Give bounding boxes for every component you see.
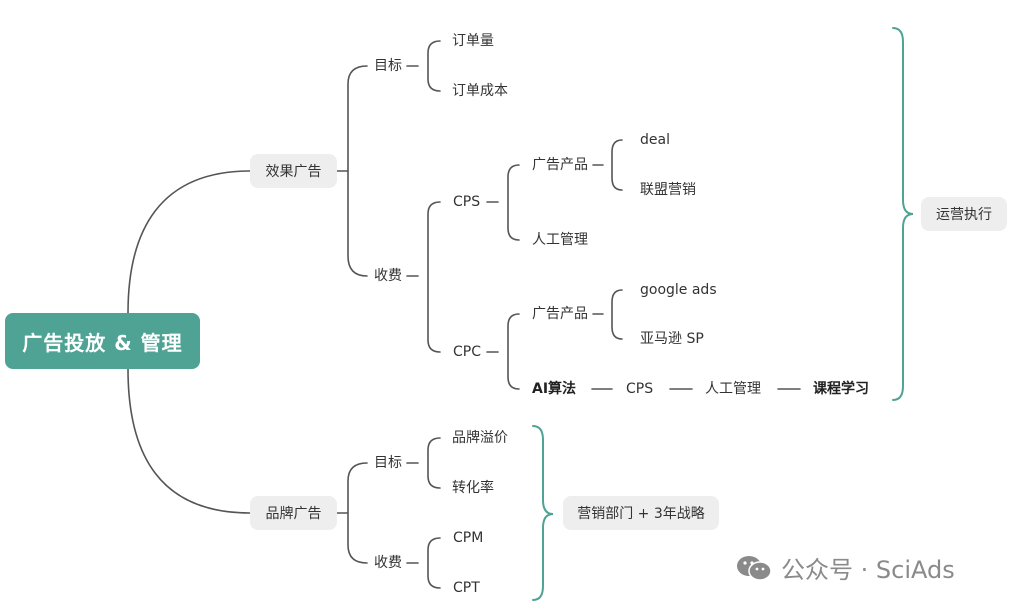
- node-cpc: CPC: [453, 344, 481, 360]
- root-node: 广告投放 & 管理: [5, 313, 200, 369]
- watermark: 公众号 · SciAds: [735, 550, 955, 585]
- connector-effect-fee: [406, 201, 441, 353]
- node-order-volume: 订单量: [452, 33, 494, 49]
- connector-cps: [486, 164, 520, 241]
- connector-brand-ad: [336, 462, 368, 564]
- connector-brand-goal: [406, 437, 441, 489]
- node-cpm: CPM: [453, 530, 484, 546]
- node-cps: CPS: [453, 194, 481, 210]
- node-chain-cps: CPS: [626, 381, 654, 397]
- node-conversion-rate: 转化率: [452, 480, 494, 496]
- node-brand-premium: 品牌溢价: [452, 430, 508, 446]
- node-brand-ad: 品牌广告: [250, 496, 337, 530]
- label-marketing: 营销部门 + 3年战略: [563, 496, 719, 530]
- bracket-operations: [892, 27, 914, 401]
- connector-effect-goal: [406, 40, 441, 92]
- node-amazon-sp: 亚马逊 SP: [640, 331, 704, 347]
- connector-cpc: [486, 313, 520, 390]
- connector-cpc-product: [592, 289, 623, 340]
- node-effect-ad: 效果广告: [250, 154, 337, 188]
- node-effect-goal: 目标: [374, 58, 402, 74]
- node-affiliate: 联盟营销: [640, 182, 696, 198]
- watermark-text: 公众号 · SciAds: [781, 556, 955, 584]
- node-cpc-product: 广告产品: [532, 306, 588, 322]
- node-ai-algorithm: AI算法: [532, 381, 577, 397]
- connector-brand-fee: [406, 537, 441, 589]
- node-course-learning: 课程学习: [813, 381, 869, 397]
- connector-cps-product: [592, 139, 623, 191]
- connector-root-effect: [127, 170, 251, 314]
- node-effect-fee: 收费: [374, 268, 402, 284]
- node-brand-goal: 目标: [374, 455, 402, 471]
- node-cps-product: 广告产品: [532, 157, 588, 173]
- bracket-marketing: [532, 425, 554, 601]
- label-operations: 运营执行: [921, 197, 1007, 231]
- node-deal: deal: [640, 132, 670, 148]
- node-chain-manual: 人工管理: [705, 381, 761, 397]
- node-cps-manual: 人工管理: [532, 232, 588, 248]
- connector-root-brand: [127, 368, 251, 514]
- node-brand-fee: 收费: [374, 555, 402, 571]
- node-google-ads: google ads: [640, 282, 717, 298]
- node-order-cost: 订单成本: [452, 83, 508, 99]
- node-cpt: CPT: [453, 580, 480, 596]
- wechat-icon: [735, 554, 773, 582]
- connector-effect-ad: [336, 65, 368, 277]
